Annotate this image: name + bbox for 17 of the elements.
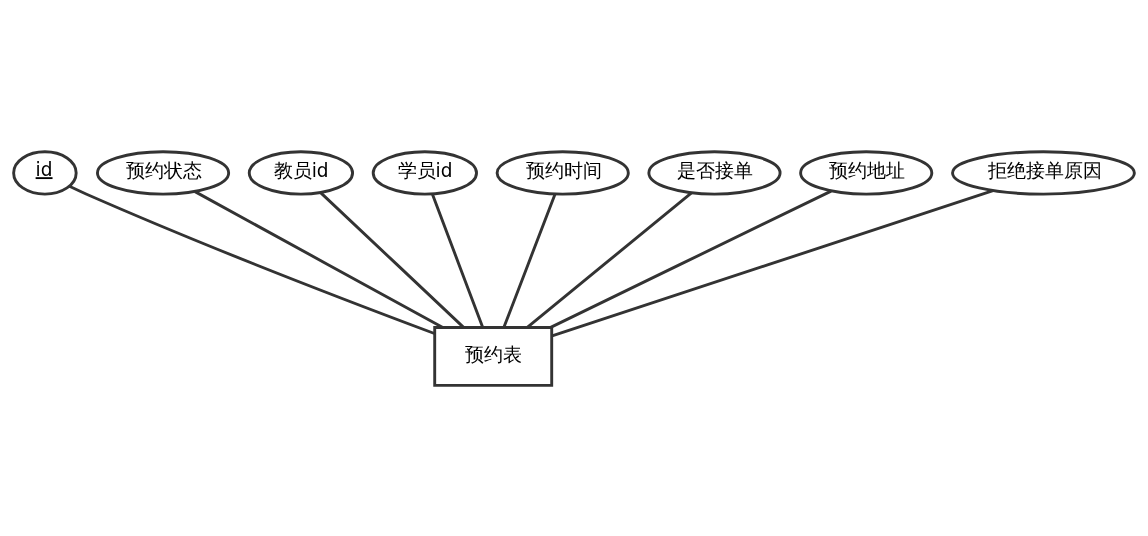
node-ellipse: 是否接单 xyxy=(647,149,782,196)
node-ellipse: 预约时间 xyxy=(495,149,630,196)
connector xyxy=(550,189,832,329)
connector xyxy=(526,191,693,328)
connector xyxy=(194,189,444,329)
node-ellipse: 教员id xyxy=(247,149,355,196)
connector xyxy=(431,193,485,328)
node-ellipse: 预约状态 xyxy=(96,149,231,196)
node-ellipse: 学员id xyxy=(371,149,478,196)
connector xyxy=(502,193,557,328)
node-ellipse: 预约地址 xyxy=(799,149,934,196)
connector xyxy=(319,191,465,328)
node-ellipse: id xyxy=(12,149,78,196)
connector xyxy=(68,184,435,335)
node-ellipse: 拒绝接单原因 xyxy=(951,149,1136,196)
node-box: 预约表 xyxy=(433,325,554,387)
connector xyxy=(551,188,994,337)
